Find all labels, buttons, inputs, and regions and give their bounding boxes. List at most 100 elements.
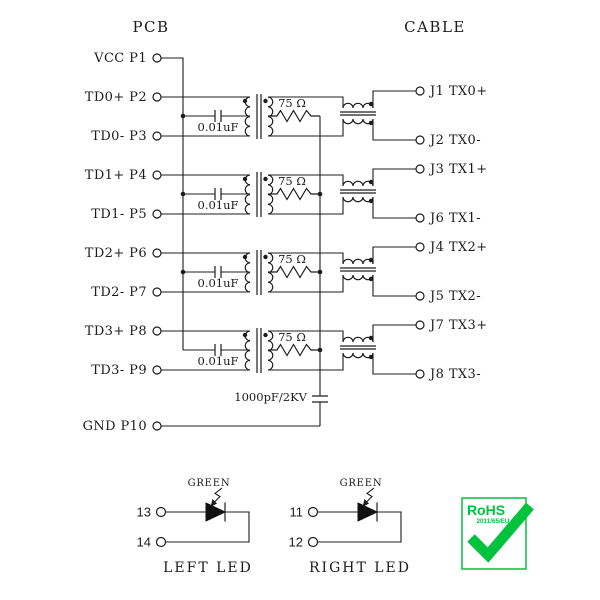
resistor-icon — [268, 187, 320, 201]
phase-dot — [263, 176, 268, 182]
pin-p3: TD0- P3 — [91, 129, 162, 144]
led-emission-arrow-icon — [362, 487, 375, 507]
junction-dot — [180, 191, 186, 197]
capacitor-icon — [214, 110, 222, 122]
pin-p8: TD3+ P8 — [85, 324, 162, 339]
pin-label: J4 TX2+ — [428, 240, 488, 255]
junction-dot — [317, 191, 323, 197]
termination-resistor: 75 Ω — [268, 330, 320, 357]
rohs-border — [461, 497, 527, 570]
rohs-directive: 2011/65/EU — [477, 518, 510, 525]
wire — [161, 168, 416, 219]
channel-0: 0.01uF 75 Ω — [161, 90, 416, 141]
pin-label: 11 — [290, 505, 304, 520]
phase-dot — [368, 198, 374, 204]
pin-j1: J1 TX0+ — [415, 84, 488, 99]
channel-3: 0.01uF 75 Ω — [161, 324, 416, 375]
resistor-value-label: 75 Ω — [278, 252, 306, 266]
pin-terminal — [415, 213, 425, 223]
pin-terminal — [152, 248, 162, 258]
choke-core-icon — [340, 345, 376, 350]
capacitor-icon — [214, 344, 222, 356]
cable-column-header: CABLE — [404, 18, 466, 36]
phase-dot — [242, 254, 248, 260]
hv-capacitor: 1000pF/2KV — [161, 390, 328, 427]
resistor-value-label: 75 Ω — [278, 96, 306, 110]
pin-terminal — [155, 506, 167, 518]
transformer-core-icon — [256, 94, 262, 139]
capacitor-icon — [312, 395, 328, 403]
pin-p4: TD1+ P4 — [85, 168, 162, 183]
led-color-label: GREEN — [340, 478, 383, 489]
phase-dot — [368, 257, 374, 263]
phase-dot — [242, 176, 248, 182]
led-caption: LEFT LED — [163, 560, 253, 576]
pin-label: TD0- P3 — [91, 129, 147, 144]
right-led-circuit: 11 12 GREEN RIGHT LED — [289, 478, 411, 576]
pin-terminal — [152, 365, 162, 375]
choke-bottom-winding-icon — [342, 352, 374, 359]
pin-label: TD2- P7 — [91, 285, 147, 300]
common-mode-choke — [340, 179, 376, 204]
channel-1: 0.01uF 75 Ω — [161, 168, 416, 219]
choke-bottom-winding-icon — [342, 274, 374, 281]
phase-dot — [242, 98, 248, 104]
pin-p5: TD1- P5 — [91, 207, 162, 222]
arrow-head — [362, 499, 369, 507]
choke-top-winding-icon — [342, 336, 374, 343]
pin-terminal — [307, 536, 319, 548]
phase-dot — [263, 254, 268, 260]
arrow-zigzag — [365, 487, 375, 504]
junction-dot — [180, 113, 186, 119]
pin-p1: VCC P1 — [93, 51, 162, 66]
pin-terminal — [415, 86, 425, 96]
phase-dot — [368, 120, 374, 126]
pcb-column-header: PCB — [132, 18, 169, 36]
left-led-circuit: 13 14 GREEN LEFT LED — [137, 478, 253, 576]
pin-label: 13 — [137, 505, 151, 520]
pin-label: TD3- P9 — [91, 363, 147, 378]
pin-terminal — [415, 164, 425, 174]
pin-label: J7 TX3+ — [428, 318, 488, 333]
pin-j2: J2 TX0- — [415, 133, 481, 148]
pin-j7: J7 TX3+ — [415, 318, 488, 333]
pin-p2: TD0+ P2 — [85, 90, 162, 105]
wire — [317, 511, 402, 543]
pin-label: J3 TX1+ — [428, 162, 488, 177]
capacitor-value-label: 0.01uF — [198, 354, 239, 368]
pin-label: J5 TX2- — [428, 289, 481, 304]
pin-terminal — [152, 170, 162, 180]
common-mode-choke — [340, 257, 376, 282]
primary-winding-icon — [244, 96, 251, 137]
pin-p6: TD2+ P6 — [85, 246, 162, 261]
pin-j5: J5 TX2- — [415, 289, 481, 304]
arrow-zigzag — [213, 487, 223, 504]
led-diode-icon — [357, 502, 379, 522]
pin-label: J1 TX0+ — [428, 84, 488, 99]
phase-dot — [263, 332, 268, 338]
phase-dot — [242, 332, 248, 338]
arrow-head — [210, 499, 217, 507]
junction-dot — [317, 269, 323, 275]
hv-capacitor-value-label: 1000pF/2KV — [234, 390, 307, 404]
pin-terminal — [415, 135, 425, 145]
capacitor-icon — [214, 188, 222, 200]
choke-top-winding-icon — [342, 258, 374, 265]
resistor-icon — [268, 343, 320, 357]
wire — [161, 246, 416, 297]
choke-top-winding-icon — [342, 102, 374, 109]
junction-dot — [317, 347, 323, 353]
capacitor-value-label: 0.01uF — [198, 198, 239, 212]
pin-terminal — [152, 326, 162, 336]
phase-dot — [263, 98, 268, 104]
ground-wire — [161, 402, 321, 427]
pin-label: TD1+ P4 — [85, 168, 147, 183]
resistor-value-label: 75 Ω — [278, 174, 306, 188]
channel-2: 0.01uF 75 Ω — [161, 246, 416, 297]
choke-core-icon — [340, 189, 376, 194]
pin-label: TD3+ P8 — [85, 324, 147, 339]
led-caption: RIGHT LED — [309, 560, 411, 576]
vcc-bus-wire — [161, 57, 184, 350]
bypass-capacitor: 0.01uF — [198, 110, 239, 134]
